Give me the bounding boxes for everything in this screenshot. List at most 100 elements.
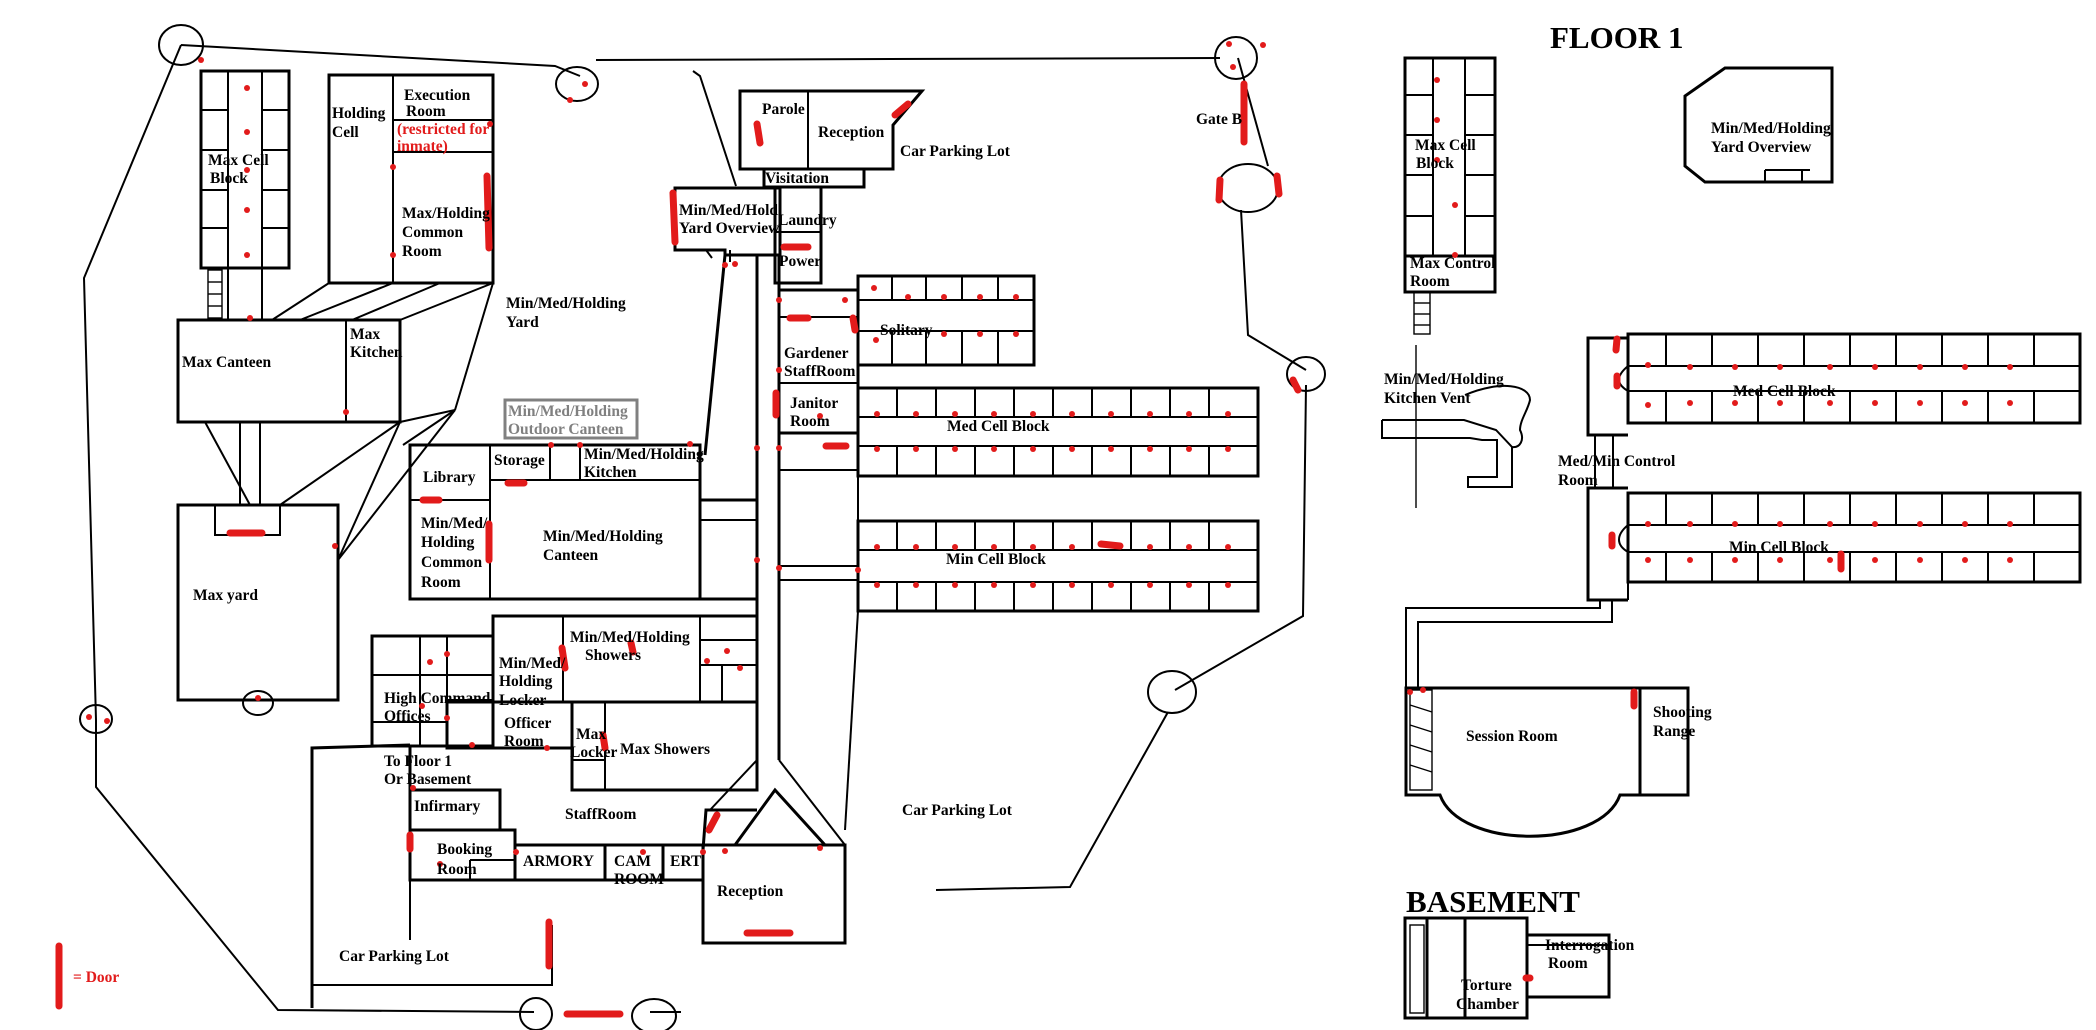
- label-f1-med-cell: Med Cell Block: [1733, 383, 1836, 400]
- label-b-torture-1: Torture: [1461, 977, 1512, 994]
- label-min-med-canteen-2: Canteen: [543, 547, 598, 564]
- min-cells: [896, 521, 1210, 611]
- label-f1-min-cell: Min Cell Block: [1729, 539, 1829, 556]
- label-f1-max-control-2: Room: [1410, 273, 1450, 290]
- label-janitor-2: Room: [790, 413, 830, 430]
- label-max-locker-2: Locker: [570, 744, 617, 761]
- label-reception-top: Reception: [818, 124, 885, 141]
- label-laundry: Laundry: [778, 212, 837, 229]
- label-min-med-locker-3: Locker: [499, 692, 546, 709]
- label-janitor-1: Janitor: [790, 395, 838, 412]
- label-f1-shooting-2: Range: [1653, 723, 1695, 740]
- max-section: [176, 69, 495, 716]
- basement-title: BASEMENT: [1406, 884, 1580, 919]
- label-yard-overview-left-2: Yard Overview: [679, 220, 780, 237]
- label-armory: ARMORY: [523, 853, 594, 870]
- label-gardener-2: StaffRoom: [784, 363, 856, 380]
- label-yard-overview-left-1: Min/Med/Hold: [679, 202, 778, 219]
- f1-min-cells: [1665, 493, 2035, 582]
- label-max-showers: Max Showers: [620, 741, 710, 758]
- label-gate-b: Gate B: [1196, 111, 1242, 128]
- label-staffroom: StaffRoom: [565, 806, 637, 823]
- label-power: Power: [779, 253, 821, 270]
- label-infirmary: Infirmary: [414, 798, 481, 815]
- label-min-cell-block: Min Cell Block: [946, 551, 1046, 568]
- label-f1-max-control-1: Max Control: [1410, 255, 1496, 272]
- label-ert: ERT: [670, 853, 702, 870]
- label-f1-shooting-1: Shooting: [1653, 704, 1712, 721]
- label-car-parking-bottom: Car Parking Lot: [339, 948, 450, 965]
- label-library: Library: [423, 469, 476, 486]
- label-car-parking-top: Car Parking Lot: [900, 143, 1011, 160]
- label-officer-room-1: Officer: [504, 715, 551, 732]
- label-min-med-common-2: Holding: [421, 534, 475, 551]
- med-cells: [896, 388, 1210, 476]
- label-storage: Storage: [494, 452, 545, 469]
- label-b-interrogation-1: Interrogation: [1545, 937, 1635, 954]
- label-to-floor-1: To Floor 1: [384, 753, 452, 770]
- labels: FLOOR 1 BASEMENT Max Cell Block Holding …: [73, 20, 1836, 1013]
- label-booking-1: Booking: [437, 841, 492, 858]
- label-min-med-locker-1: Min/Med/: [499, 655, 566, 672]
- label-min-med-showers-2: Showers: [585, 647, 641, 664]
- label-solitary: Solitary: [880, 322, 933, 339]
- label-f1-max-cell-2: Block: [1416, 155, 1454, 172]
- label-visitation: Visitation: [765, 170, 829, 187]
- doors: [55, 80, 1845, 1018]
- label-min-med-yard-2: Yard: [506, 314, 539, 331]
- label-min-med-showers-1: Min/Med/Holding: [570, 629, 690, 646]
- label-max-holding-common-3: Room: [402, 243, 442, 260]
- label-min-med-kitchen-2: Kitchen: [584, 464, 637, 481]
- label-f1-session-room: Session Room: [1466, 728, 1558, 745]
- label-reception-bottom: Reception: [717, 883, 784, 900]
- label-booking-2: Room: [437, 861, 477, 878]
- label-f1-kitchen-vent-1: Min/Med/Holding: [1384, 371, 1504, 388]
- basement-section: [1403, 916, 1611, 1020]
- label-gardener-1: Gardener: [784, 345, 849, 362]
- label-min-med-locker-2: Holding: [499, 673, 553, 690]
- label-min-med-common-1: Min/Med/: [421, 515, 488, 532]
- label-high-command-1: High Command: [384, 690, 491, 707]
- label-max-holding-common-1: Max/Holding: [402, 205, 490, 222]
- label-max-kitchen-2: Kitchen: [350, 344, 403, 361]
- label-b-torture-2: Chamber: [1456, 996, 1519, 1013]
- label-max-cell-block-2: Block: [210, 170, 248, 187]
- label-f1-med-min-control-2: Room: [1558, 472, 1598, 489]
- label-b-interrogation-2: Room: [1548, 955, 1588, 972]
- f1-med-cells: [1665, 334, 2035, 423]
- label-min-med-canteen-1: Min/Med/Holding: [543, 528, 663, 545]
- door-dots: [86, 41, 2013, 867]
- floor1-section: [1381, 56, 2082, 838]
- floor1-title: FLOOR 1: [1550, 20, 1683, 55]
- label-cam-room-1: CAM: [614, 853, 651, 870]
- label-cam-room-2: ROOM: [614, 871, 664, 888]
- label-car-parking-mid: Car Parking Lot: [902, 802, 1013, 819]
- label-parole: Parole: [762, 101, 805, 118]
- label-f1-max-cell-1: Max Cell: [1415, 137, 1476, 154]
- label-f1-yard-overview-1: Min/Med/Holding: [1711, 120, 1831, 137]
- label-max-locker-1: Max: [576, 726, 606, 743]
- label-max-yard: Max yard: [193, 587, 258, 604]
- label-f1-med-min-control-1: Med/Min Control: [1558, 453, 1676, 470]
- label-outdoor-canteen-2: Outdoor Canteen: [508, 421, 624, 438]
- label-f1-kitchen-vent-2: Kitchen Vent: [1384, 390, 1471, 407]
- label-execution-note-1: (restricted for: [397, 121, 489, 138]
- label-min-med-yard-1: Min/Med/Holding: [506, 295, 626, 312]
- label-high-command-2: Offices: [384, 708, 430, 725]
- label-max-canteen: Max Canteen: [182, 354, 271, 371]
- label-outdoor-canteen-1: Min/Med/Holding: [508, 403, 628, 420]
- label-max-kitchen-1: Max: [350, 326, 380, 343]
- perimeter-wall: [82, 44, 1307, 1013]
- label-max-cell-block-1: Max Cell: [208, 152, 269, 169]
- label-max-holding-common-2: Common: [402, 224, 464, 241]
- label-holding-cell-1: Holding: [332, 105, 386, 122]
- label-min-med-common-4: Room: [421, 574, 461, 591]
- legend-door-label: = Door: [73, 969, 119, 986]
- label-min-med-kitchen-1: Min/Med/Holding: [584, 446, 704, 463]
- label-f1-yard-overview-2: Yard Overview: [1711, 139, 1812, 156]
- label-to-floor-2: Or Basement: [384, 771, 472, 788]
- label-holding-cell-2: Cell: [332, 124, 359, 141]
- label-min-med-common-3: Common: [421, 554, 483, 571]
- label-med-cell-block: Med Cell Block: [947, 418, 1050, 435]
